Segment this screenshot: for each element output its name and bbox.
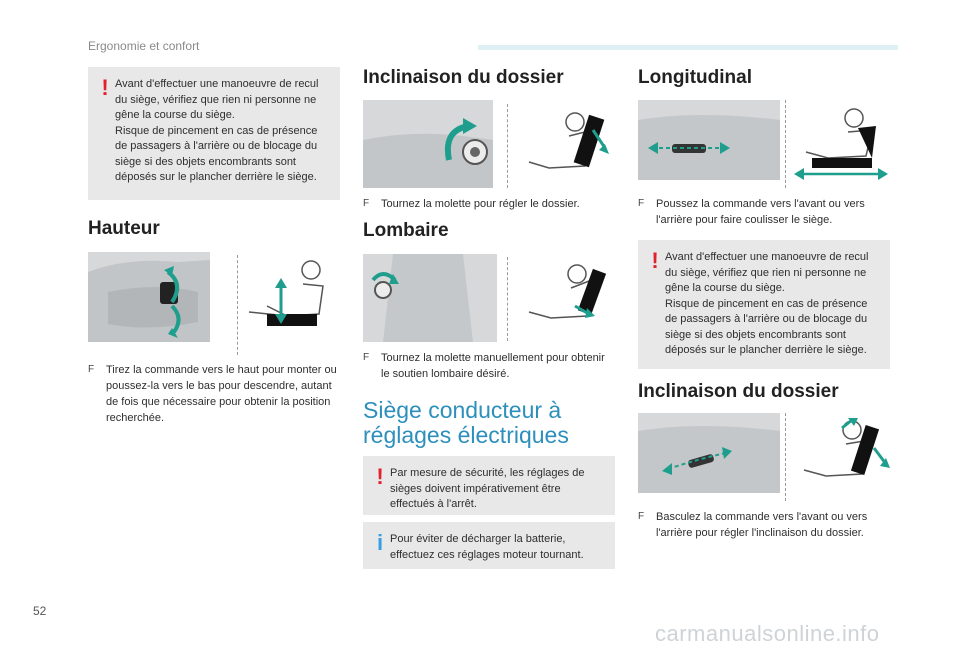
bullet-icon: F	[363, 198, 370, 209]
page-number: 52	[33, 604, 47, 618]
warning-text: Avant d'effectuer une manoeuvre de recul…	[115, 78, 319, 183]
warning-box-recul: ! Avant d'effectuer une manoeuvre de rec…	[638, 240, 890, 369]
seat-recline-pictogram	[528, 112, 609, 169]
section-title-electric-seat: Siège conducteur à réglages électriques	[363, 397, 569, 448]
info-text: Pour éviter de décharger la batterie, ef…	[390, 533, 584, 561]
bullet-icon: F	[363, 352, 370, 363]
bullet-text: Tournez la molette pour régler le dossie…	[381, 198, 580, 210]
lumbar-pictogram	[528, 264, 607, 319]
lumbar-wheel-illustration	[363, 254, 497, 342]
divider-line	[237, 255, 238, 355]
section-title-inclinaison-electric: Inclinaison du dossier	[638, 381, 839, 402]
seat-height-pictogram	[248, 260, 324, 326]
divider-line	[785, 413, 786, 501]
bullet-inclinaison-electric: F Basculez la commande vers l'avant ou v…	[638, 509, 890, 543]
bullet-hauteur: F Tirez la commande vers le haut pour mo…	[88, 362, 343, 428]
section-title-longitudinal: Longitudinal	[638, 67, 752, 88]
bullet-text: Tournez la molette manuellement pour obt…	[381, 352, 605, 380]
warning-box-recul: ! Avant d'effectuer une manoeuvre de rec…	[88, 67, 340, 200]
bullet-lombaire: F Tournez la molette manuellement pour o…	[363, 350, 613, 384]
warning-text: Avant d'effectuer une manoeuvre de recul…	[665, 251, 869, 356]
seat-longitudinal-control-illustration	[638, 100, 780, 180]
seat-recline-wheel-illustration	[363, 100, 493, 188]
seat-recline-electric-illustration	[638, 413, 780, 493]
watermark: carmanualsonline.info	[655, 621, 880, 646]
divider-line	[507, 104, 508, 188]
seat-height-control-illustration	[88, 252, 210, 342]
seat-recline-electric-pictogram	[803, 418, 890, 477]
bullet-icon: F	[638, 511, 645, 522]
bullet-inclinaison: F Tournez la molette pour régler le doss…	[363, 196, 613, 212]
info-icon: i	[376, 530, 384, 555]
seat-longitudinal-pictogram	[794, 108, 888, 180]
warning-box-safety: ! Par mesure de sécurité, les réglages d…	[363, 456, 615, 515]
bullet-text: Poussez la commande vers l'avant ou vers…	[656, 198, 865, 226]
warning-icon: !	[376, 464, 384, 489]
info-box-battery: i Pour éviter de décharger la batterie, …	[363, 522, 615, 569]
bullet-text: Tirez la commande vers le haut pour mont…	[106, 364, 337, 424]
bullet-text: Basculez la commande vers l'avant ou ver…	[656, 511, 868, 539]
warning-icon: !	[651, 248, 659, 273]
section-title-hauteur: Hauteur	[88, 218, 160, 239]
bullet-longitudinal: F Poussez la commande vers l'avant ou ve…	[638, 196, 890, 230]
divider-line	[785, 100, 786, 188]
header-bar	[478, 45, 898, 50]
bullet-icon: F	[88, 364, 95, 375]
section-title-inclinaison: Inclinaison du dossier	[363, 67, 564, 88]
divider-line	[507, 257, 508, 341]
bullet-icon: F	[638, 198, 645, 209]
section-title-lombaire: Lombaire	[363, 220, 449, 241]
warning-text: Par mesure de sécurité, les réglages de …	[390, 467, 585, 510]
section-header: Ergonomie et confort	[88, 39, 200, 53]
warning-icon: !	[101, 75, 109, 100]
